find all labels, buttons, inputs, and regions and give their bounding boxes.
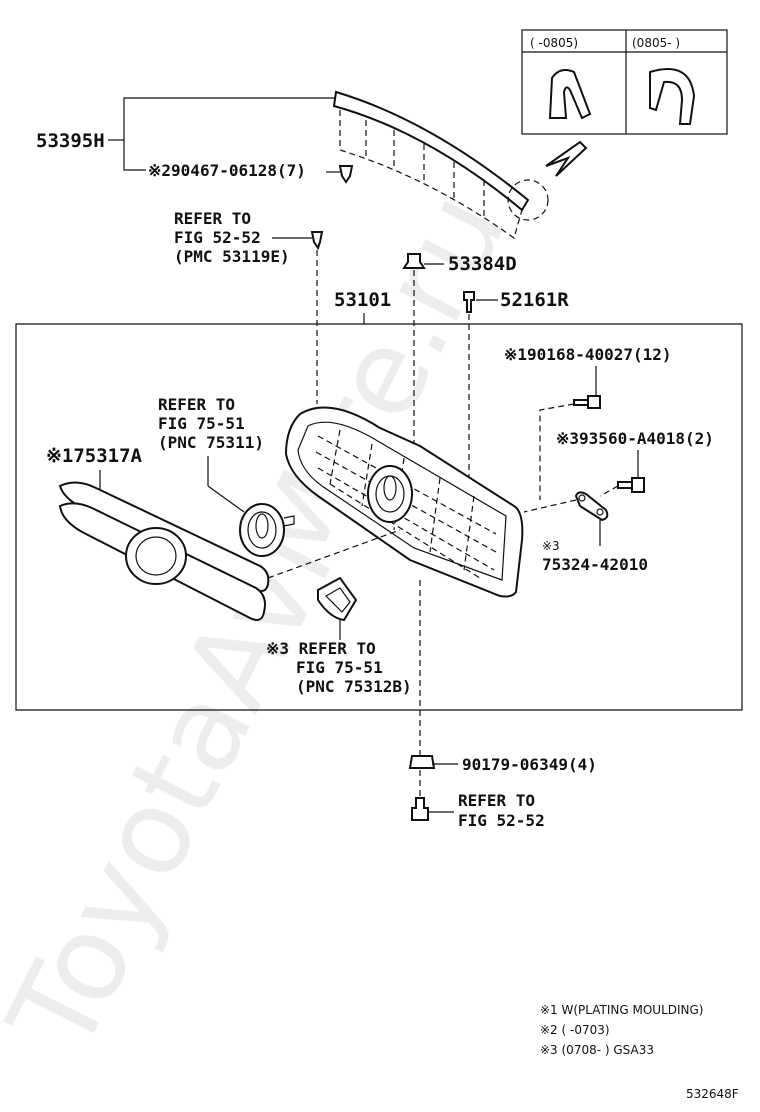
part-75324-mark: ※3 <box>542 539 560 553</box>
clip-90467-icon <box>338 165 354 184</box>
part-53101-label: 53101 <box>334 289 391 311</box>
detail-arrow-icon <box>545 140 588 177</box>
figure-id: 532648F <box>686 1087 739 1101</box>
refer-low-line2: FIG 52-52 <box>458 811 545 830</box>
refer-emblem-line2: FIG 75-51 <box>158 414 245 433</box>
refer-badge-line3: (PNC 75312B) <box>296 677 412 696</box>
refer-emblem-line1: REFER TO <box>158 395 235 414</box>
part-75317-label: ※175317A <box>46 445 143 467</box>
screw-52161-icon <box>463 291 475 313</box>
grille-emblem-icon <box>367 465 413 523</box>
refer-top-line2: FIG 52-52 <box>174 228 261 247</box>
refer-top-clip-icon <box>310 231 324 251</box>
refer-low-line1: REFER TO <box>458 791 535 810</box>
inset-col-left-label: ( -0805) <box>530 36 578 50</box>
inset-col-right-label: (0805- ) <box>632 36 680 50</box>
moulding-profile-old-icon <box>548 69 592 120</box>
bolt-refer-icon <box>411 797 429 821</box>
part-75324-label: 75324-42010 <box>542 555 648 574</box>
plating-moulding-part <box>58 481 270 621</box>
refer-badge-line1: ※3 REFER TO <box>266 639 376 658</box>
grade-badge-part <box>317 576 358 622</box>
refer-top-line3: (PMC 53119E) <box>174 247 290 266</box>
refer-badge-line2: FIG 75-51 <box>296 658 383 677</box>
part-53395-label: 53395H <box>36 130 105 152</box>
note-2: ※2 ( -0703) <box>540 1023 610 1037</box>
refer-top-line1: REFER TO <box>174 209 251 228</box>
note-3: ※3 (0708- ) GSA33 <box>540 1043 654 1057</box>
moulding-profile-new-icon <box>649 68 696 125</box>
part-90168-label: ※190168-40027(12) <box>504 345 672 364</box>
assembly-frame <box>15 313 743 711</box>
part-90179-label: 90179-06349(4) <box>462 755 597 774</box>
detail-circle <box>507 179 549 221</box>
part-93560-label: ※393560-A4018(2) <box>556 429 714 448</box>
refer-emblem-line3: (PNC 75311) <box>158 433 264 452</box>
screw-90168-icon <box>573 395 601 409</box>
nut-90179-icon <box>408 755 436 769</box>
bracket-75324-part <box>574 491 609 522</box>
note-1: ※1 W(PLATING MOULDING) <box>540 1003 704 1017</box>
clip-53384-icon <box>402 253 426 269</box>
watermark-text: ToyotaAvMire.ru <box>0 170 533 1073</box>
radiator-grille-part <box>284 406 524 598</box>
screw-93560-icon <box>617 477 645 493</box>
upper-moulding-part <box>332 90 588 239</box>
part-90467-label: ※290467-06128(7) <box>148 161 306 180</box>
front-emblem-part <box>239 503 295 557</box>
part-53384-label: 53384D <box>448 253 517 275</box>
inset-profile-box: ( -0805) (0805- ) <box>521 29 728 135</box>
part-52161-label: 52161R <box>500 289 569 311</box>
